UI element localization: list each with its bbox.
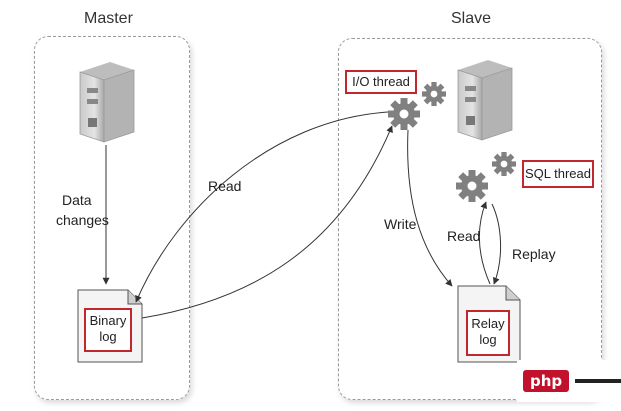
- write-arrow: [407, 129, 453, 287]
- slave-panel: [338, 38, 602, 400]
- master-server-icon: [79, 62, 135, 143]
- sql-thread-gears-icon: [456, 152, 516, 202]
- slave-server-icon: [457, 60, 513, 141]
- relay-log-label: Relay log: [466, 310, 510, 356]
- read-relay-arrow: [478, 201, 491, 285]
- binlog-to-io-arrow: [141, 125, 393, 319]
- binary-log-label: Binary log: [84, 308, 132, 352]
- data-changes-line1: Data: [62, 192, 92, 208]
- data-changes-line2: changes: [56, 212, 109, 228]
- relay-log-line1: Relay: [471, 316, 505, 331]
- io-thread-label: I/O thread: [345, 70, 417, 94]
- write-label: Write: [384, 216, 417, 232]
- read-label-local: Read: [447, 228, 481, 244]
- relay-log-line2: log: [479, 332, 497, 348]
- watermark-bar: [575, 379, 621, 383]
- master-title: Master: [84, 10, 133, 27]
- binary-log-line2: log: [99, 329, 117, 345]
- replay-label: Replay: [512, 246, 556, 262]
- read-label-remote: Read: [208, 178, 242, 194]
- slave-title: Slave: [451, 10, 492, 27]
- replay-arrow: [491, 203, 501, 285]
- php-watermark: php: [517, 360, 621, 402]
- php-logo: php: [523, 370, 570, 392]
- master-panel: [34, 36, 190, 400]
- sql-thread-label: SQL thread: [522, 160, 594, 188]
- binary-log-line1: Binary: [89, 313, 127, 328]
- read-request-arrow: [135, 111, 389, 303]
